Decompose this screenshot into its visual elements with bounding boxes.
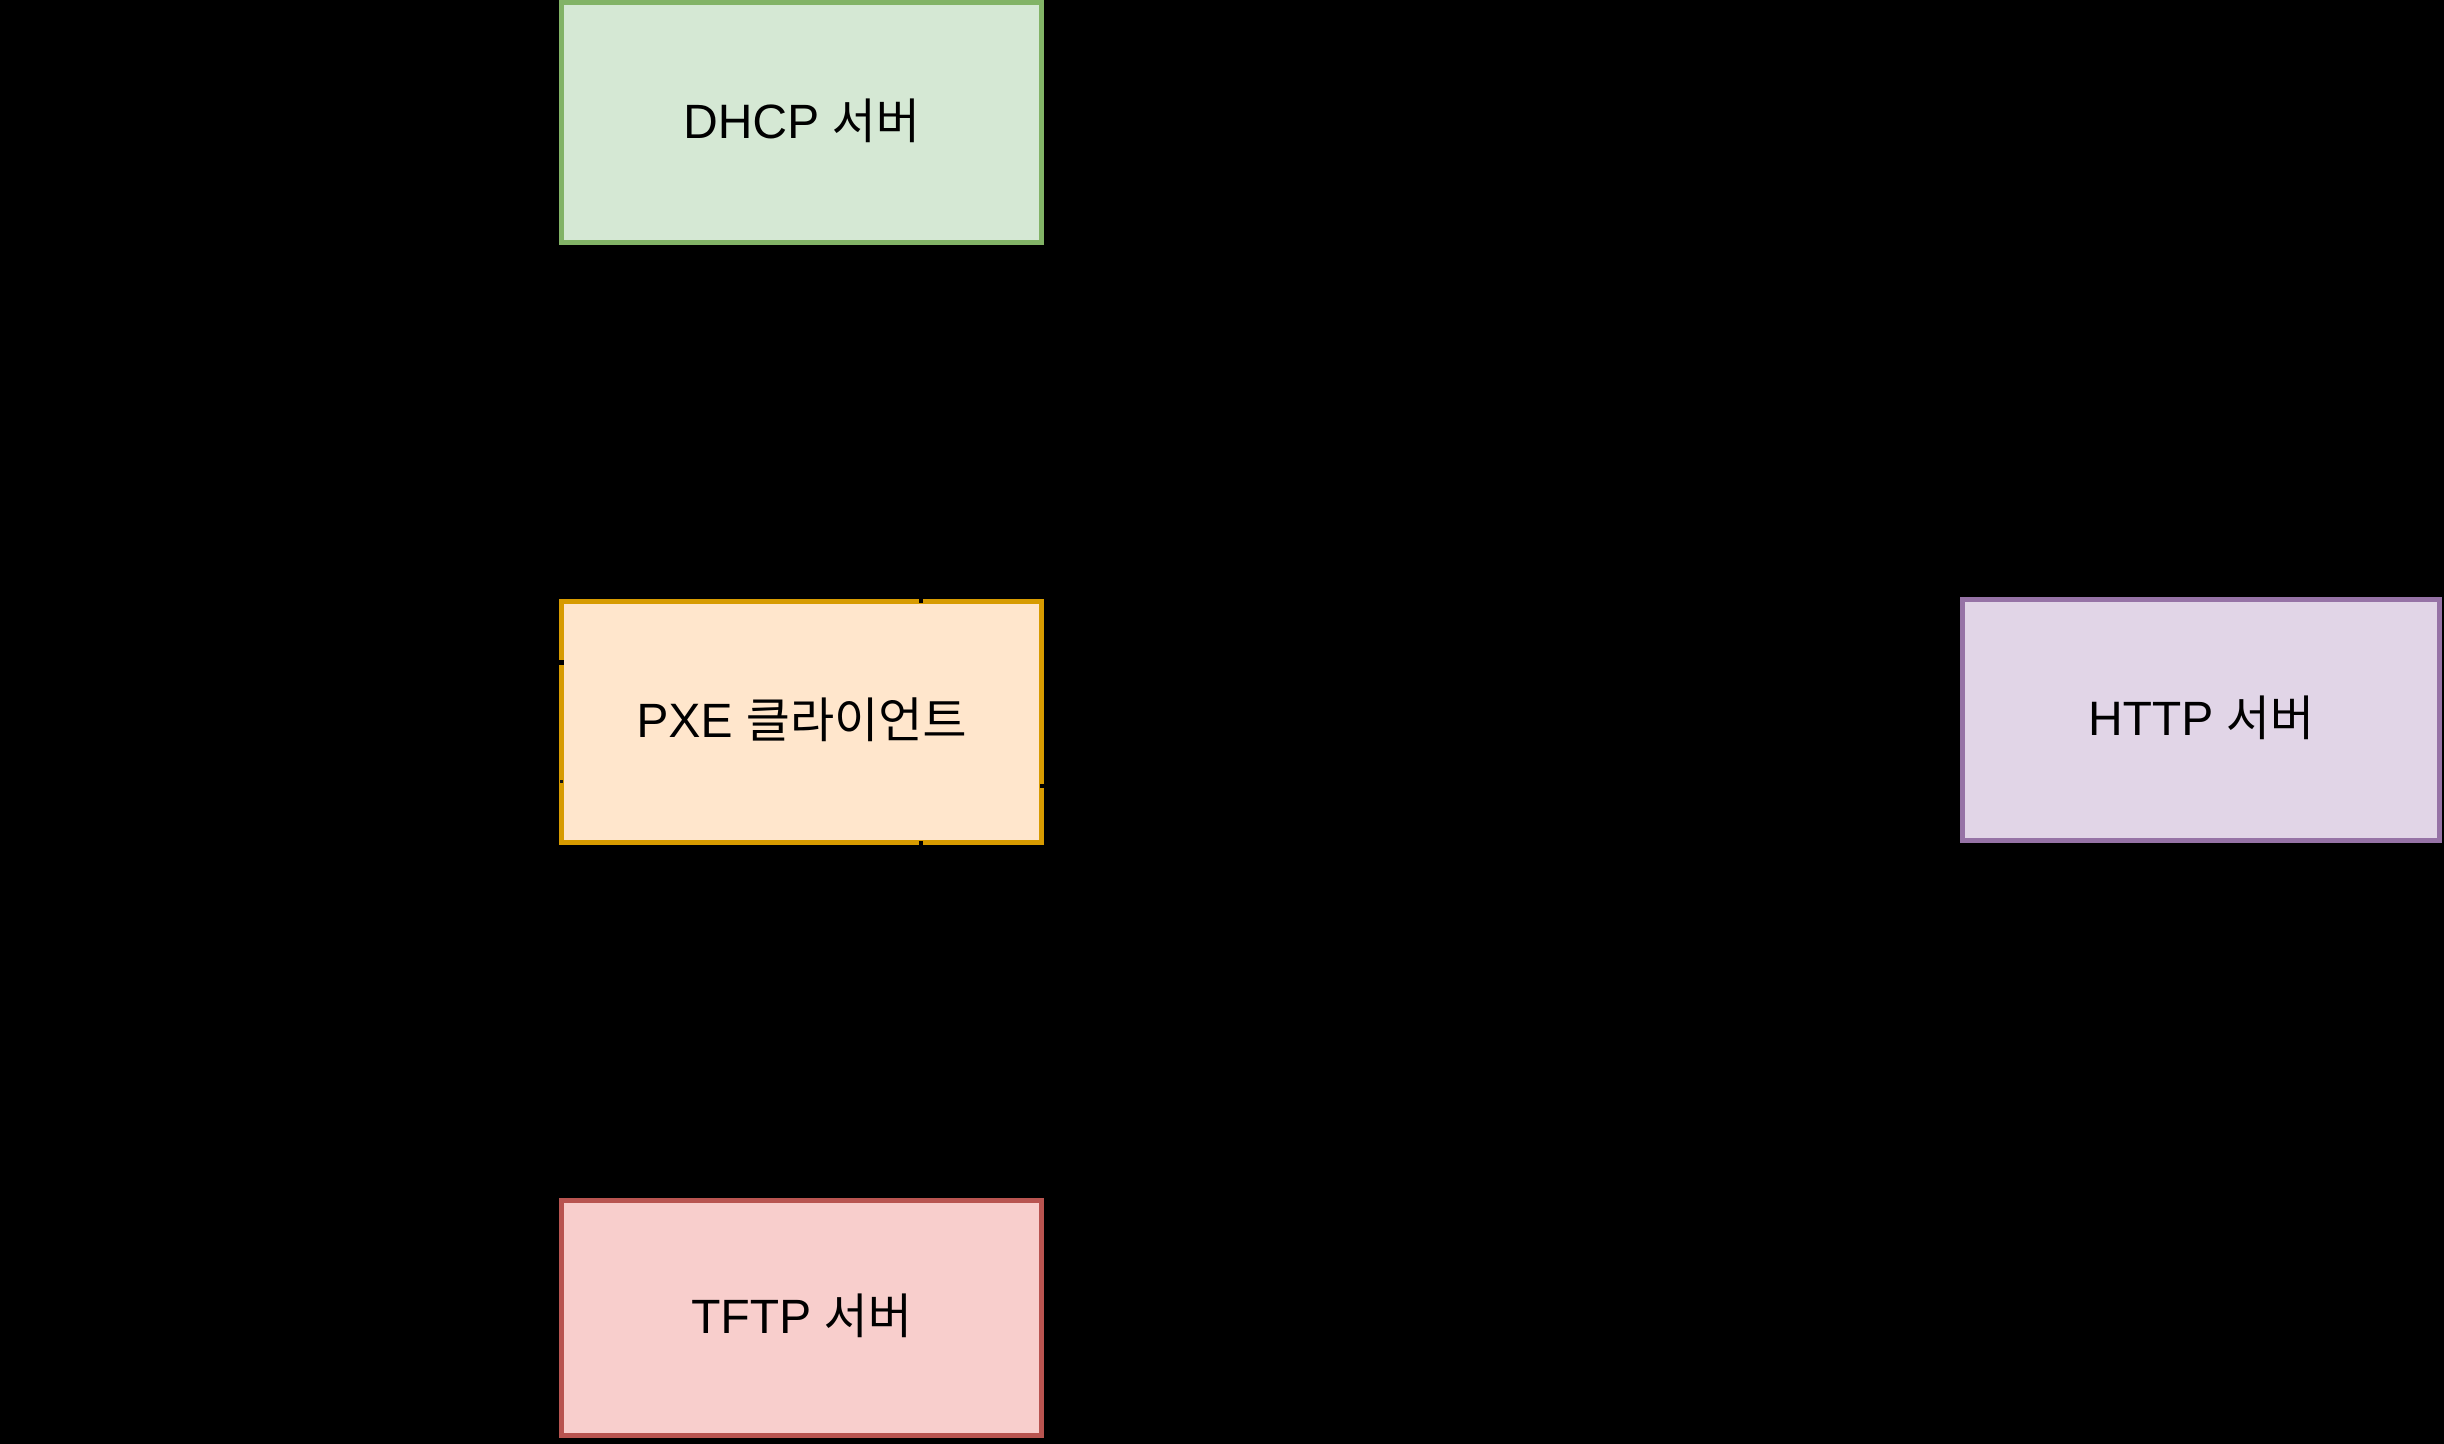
connector-arrow-tip-mark xyxy=(919,599,923,603)
node-label-tftp-server: TFTP 서버 xyxy=(691,1291,912,1345)
node-pxe-client: PXE 클라이언트 xyxy=(559,599,1044,845)
node-dhcp-server: DHCP 서버 xyxy=(559,0,1044,245)
connector-arrow-tip-mark xyxy=(919,841,923,845)
connector-arrow-tip-mark xyxy=(560,780,563,783)
connector-arrow-tip-mark xyxy=(559,660,564,665)
node-label-pxe-client: PXE 클라이언트 xyxy=(636,695,967,749)
node-tftp-server: TFTP 서버 xyxy=(559,1198,1044,1438)
node-http-server: HTTP 서버 xyxy=(1960,597,2442,843)
node-label-http-server: HTTP 서버 xyxy=(2087,693,2315,747)
connector-arrow-tip-mark xyxy=(1040,784,1044,788)
node-label-dhcp-server: DHCP 서버 xyxy=(683,95,920,149)
